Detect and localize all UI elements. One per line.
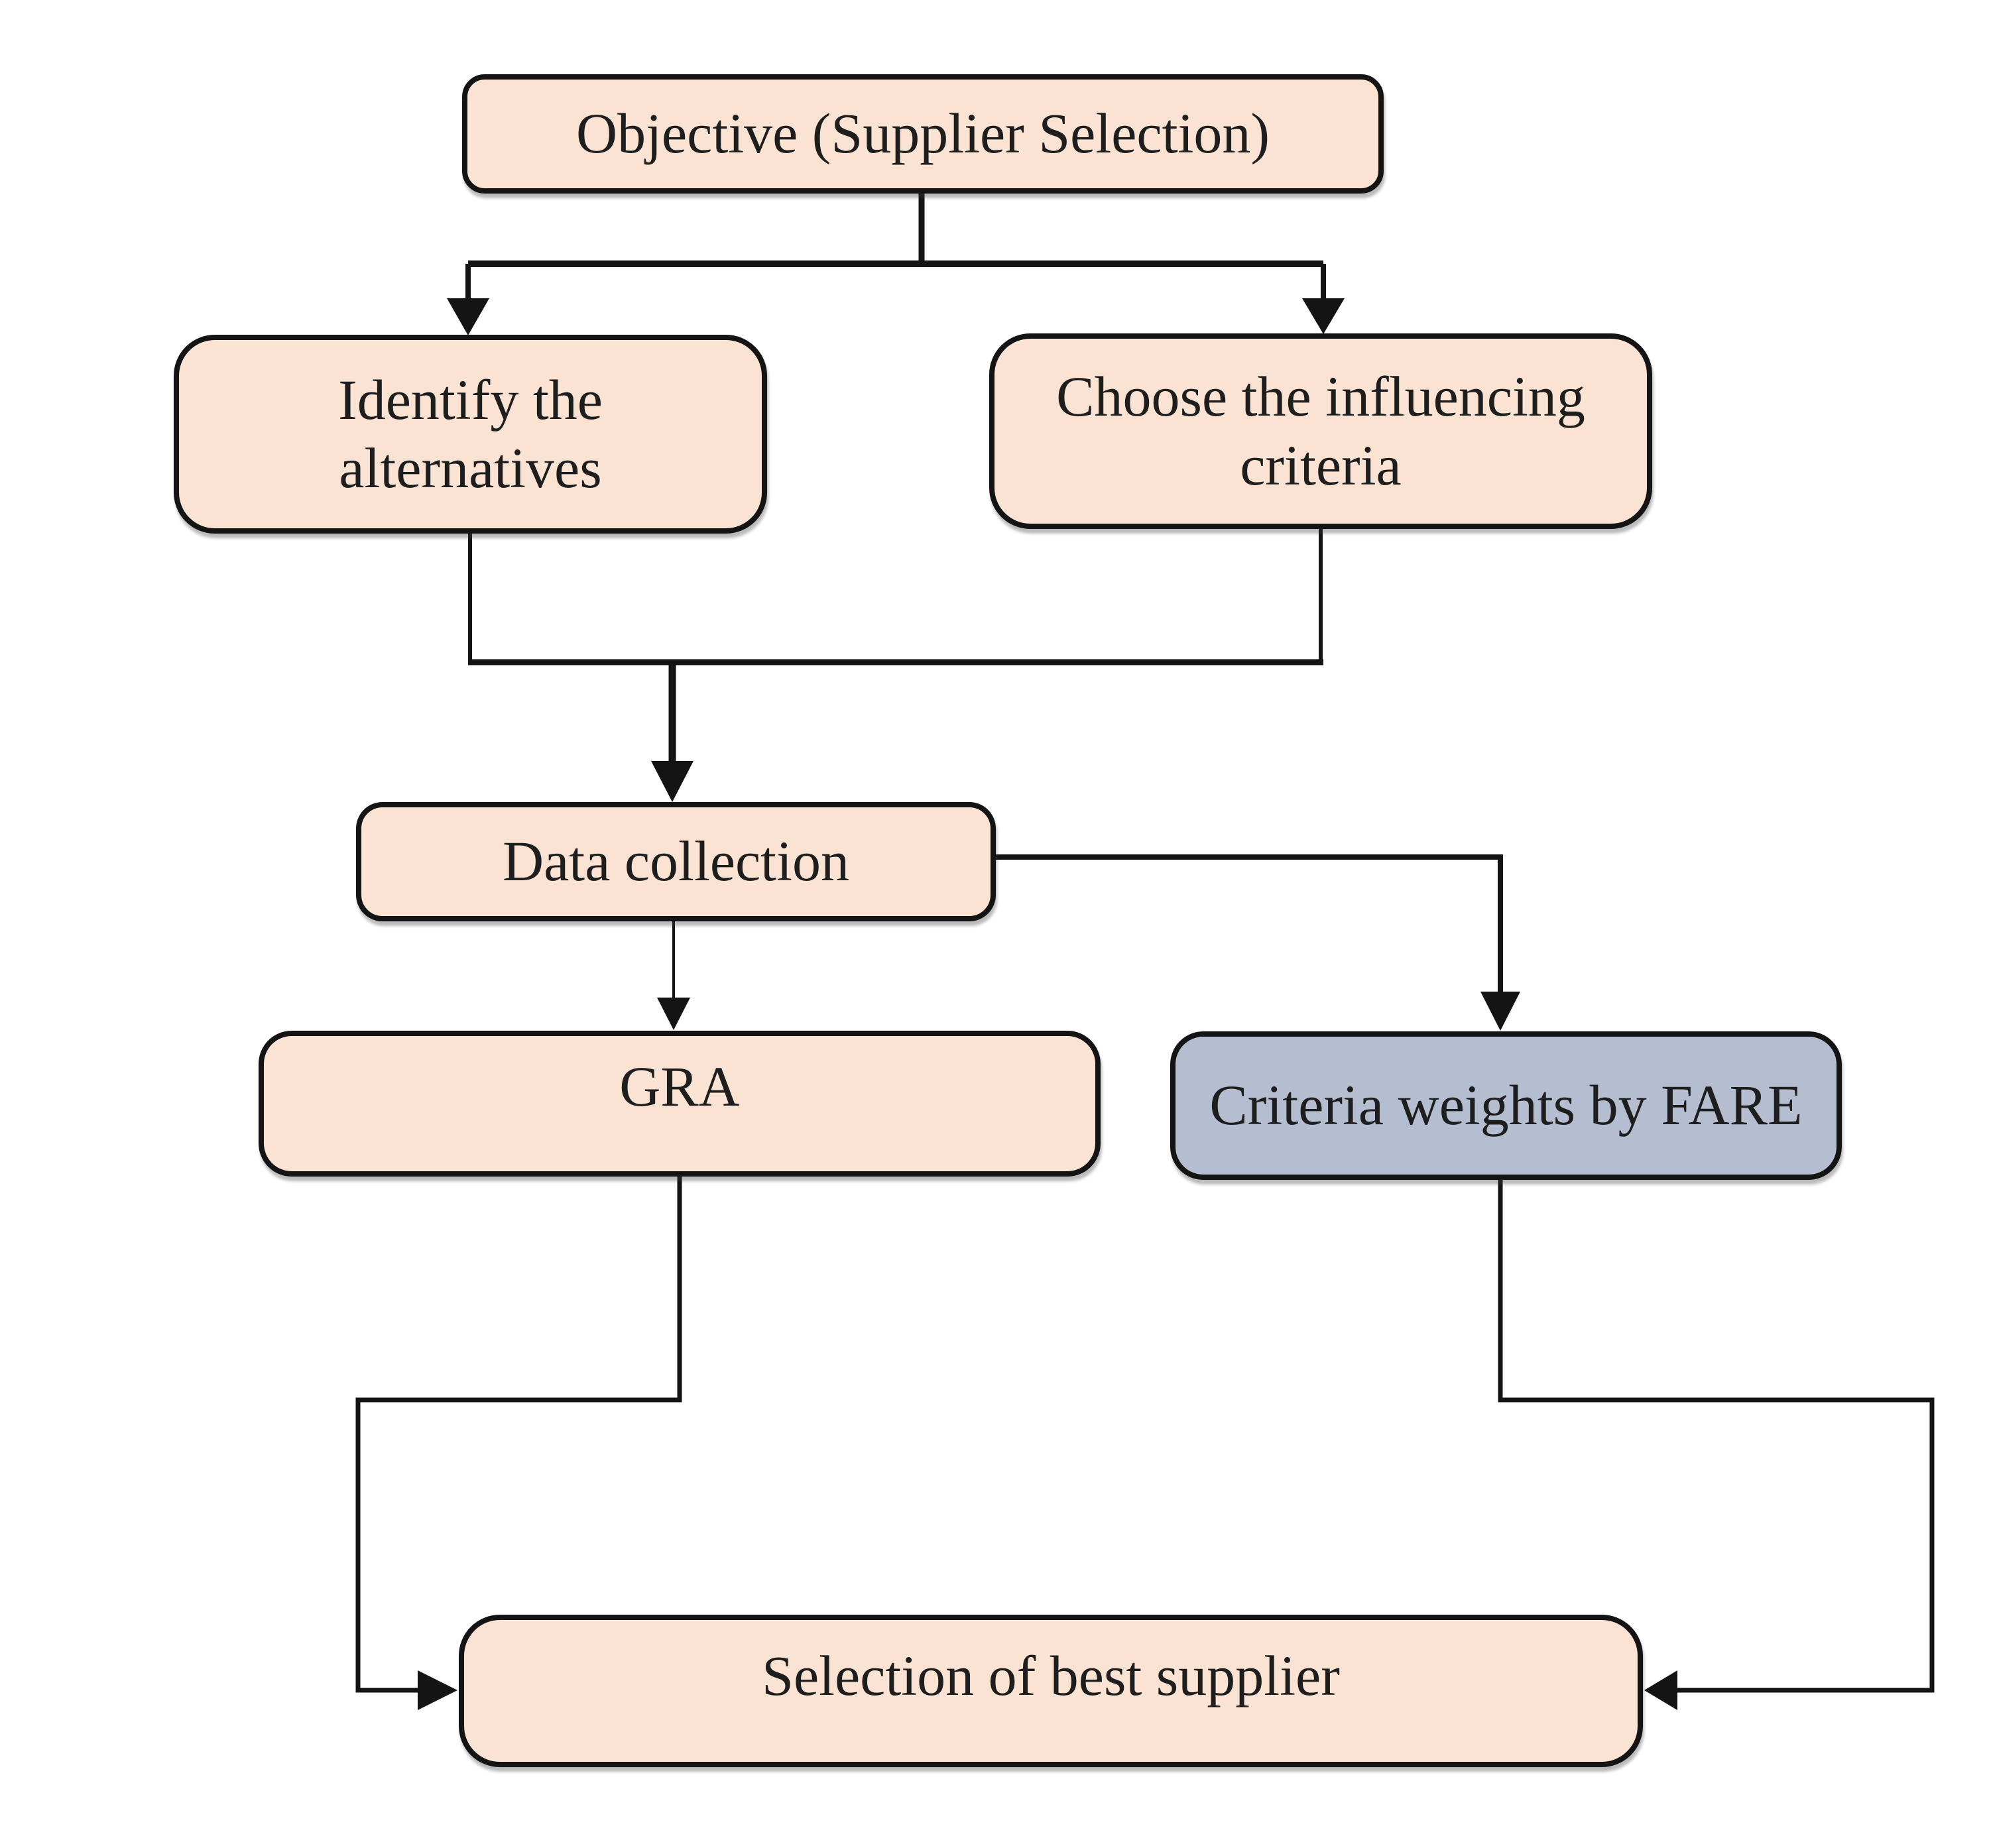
node-criteria-weights-fare-label: Criteria weights by FARE <box>1209 1073 1803 1137</box>
node-selection-best-supplier: Selection of best supplier <box>459 1615 1643 1767</box>
node-choose-criteria-label: Choose the influencing criteria <box>1056 365 1585 497</box>
node-objective: Objective (Supplier Selection) <box>462 74 1384 194</box>
edge-fare-selection-line <box>1498 1178 1935 1693</box>
arrowhead-into-choose <box>1302 298 1345 334</box>
node-choose-criteria: Choose the influencing criteria <box>989 333 1652 529</box>
node-gra-label: GRA <box>619 1055 740 1119</box>
node-identify-alternatives-label: Identify the alternatives <box>338 367 603 500</box>
node-criteria-weights-fare: Criteria weights by FARE <box>1170 1031 1842 1180</box>
edge-data-fare-line <box>993 854 1503 993</box>
arrowhead-into-selection-left <box>418 1670 457 1710</box>
arrowhead-into-data-collection <box>651 761 693 802</box>
arrowhead-into-gra <box>657 998 690 1030</box>
node-data-collection: Data collection <box>356 802 996 921</box>
edge-gra-selection-line <box>355 1175 682 1693</box>
node-gra: GRA <box>259 1031 1101 1177</box>
arrowhead-into-identify <box>447 298 489 335</box>
arrowhead-into-fare <box>1480 992 1520 1031</box>
node-data-collection-label: Data collection <box>503 829 849 894</box>
arrowhead-into-selection-right <box>1644 1670 1677 1710</box>
node-identify-alternatives: Identify the alternatives <box>174 335 767 534</box>
node-selection-best-supplier-label: Selection of best supplier <box>762 1643 1340 1707</box>
node-objective-label: Objective (Supplier Selection) <box>575 101 1270 166</box>
